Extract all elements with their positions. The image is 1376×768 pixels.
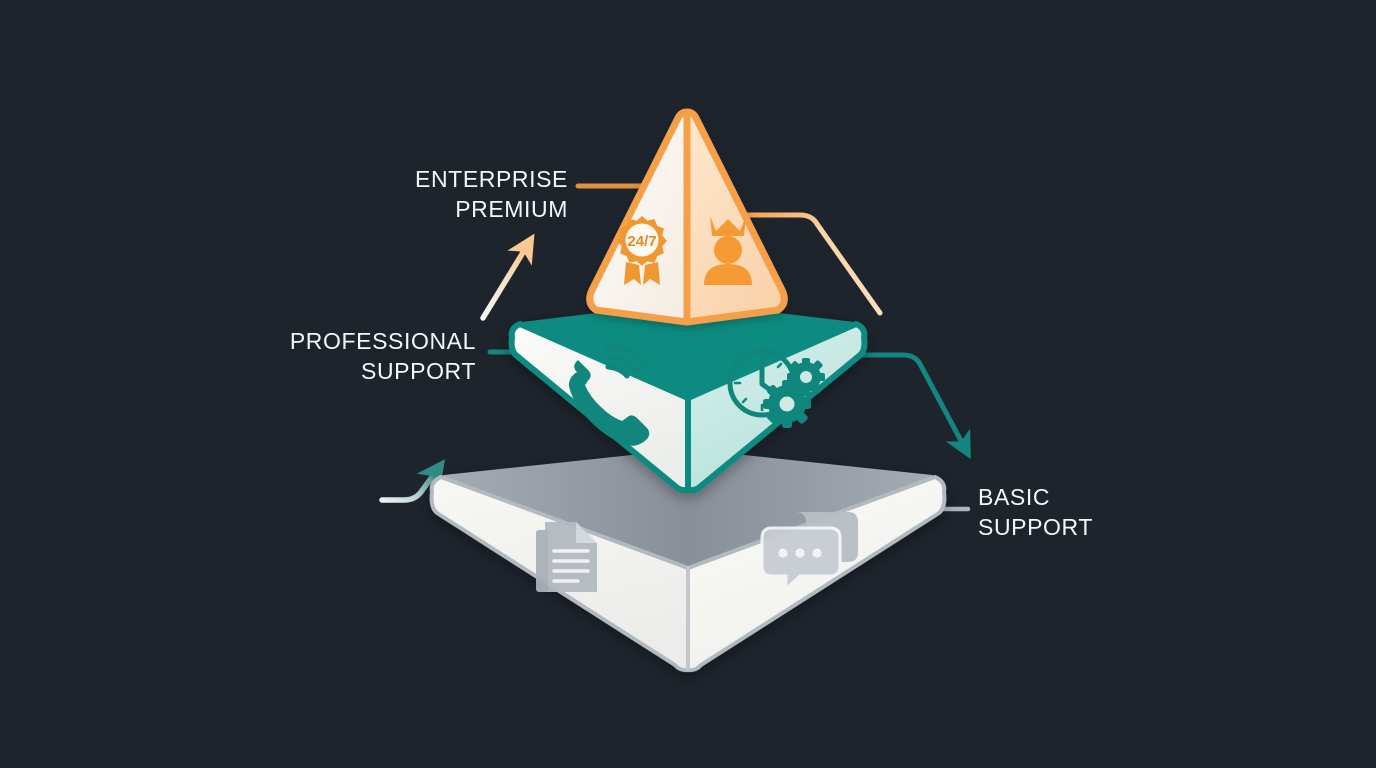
crown-user-icon	[704, 216, 752, 285]
clock-gears-icon	[727, 348, 825, 428]
connector-professional-right	[827, 352, 971, 460]
tier-enterprise-premium[interactable]	[586, 108, 788, 326]
arrow-basic-to-professional	[379, 459, 446, 503]
chat-bubbles-icon	[760, 512, 858, 593]
badge-24-7-icon: 24/7	[617, 216, 667, 285]
arrow-professional-to-enterprise	[480, 233, 535, 321]
phone-support-icon	[568, 344, 650, 446]
document-icon	[536, 522, 597, 592]
connector-enterprise-right	[742, 212, 883, 316]
badge-24-7-text: 24/7	[627, 233, 656, 250]
gear-small	[787, 358, 825, 396]
